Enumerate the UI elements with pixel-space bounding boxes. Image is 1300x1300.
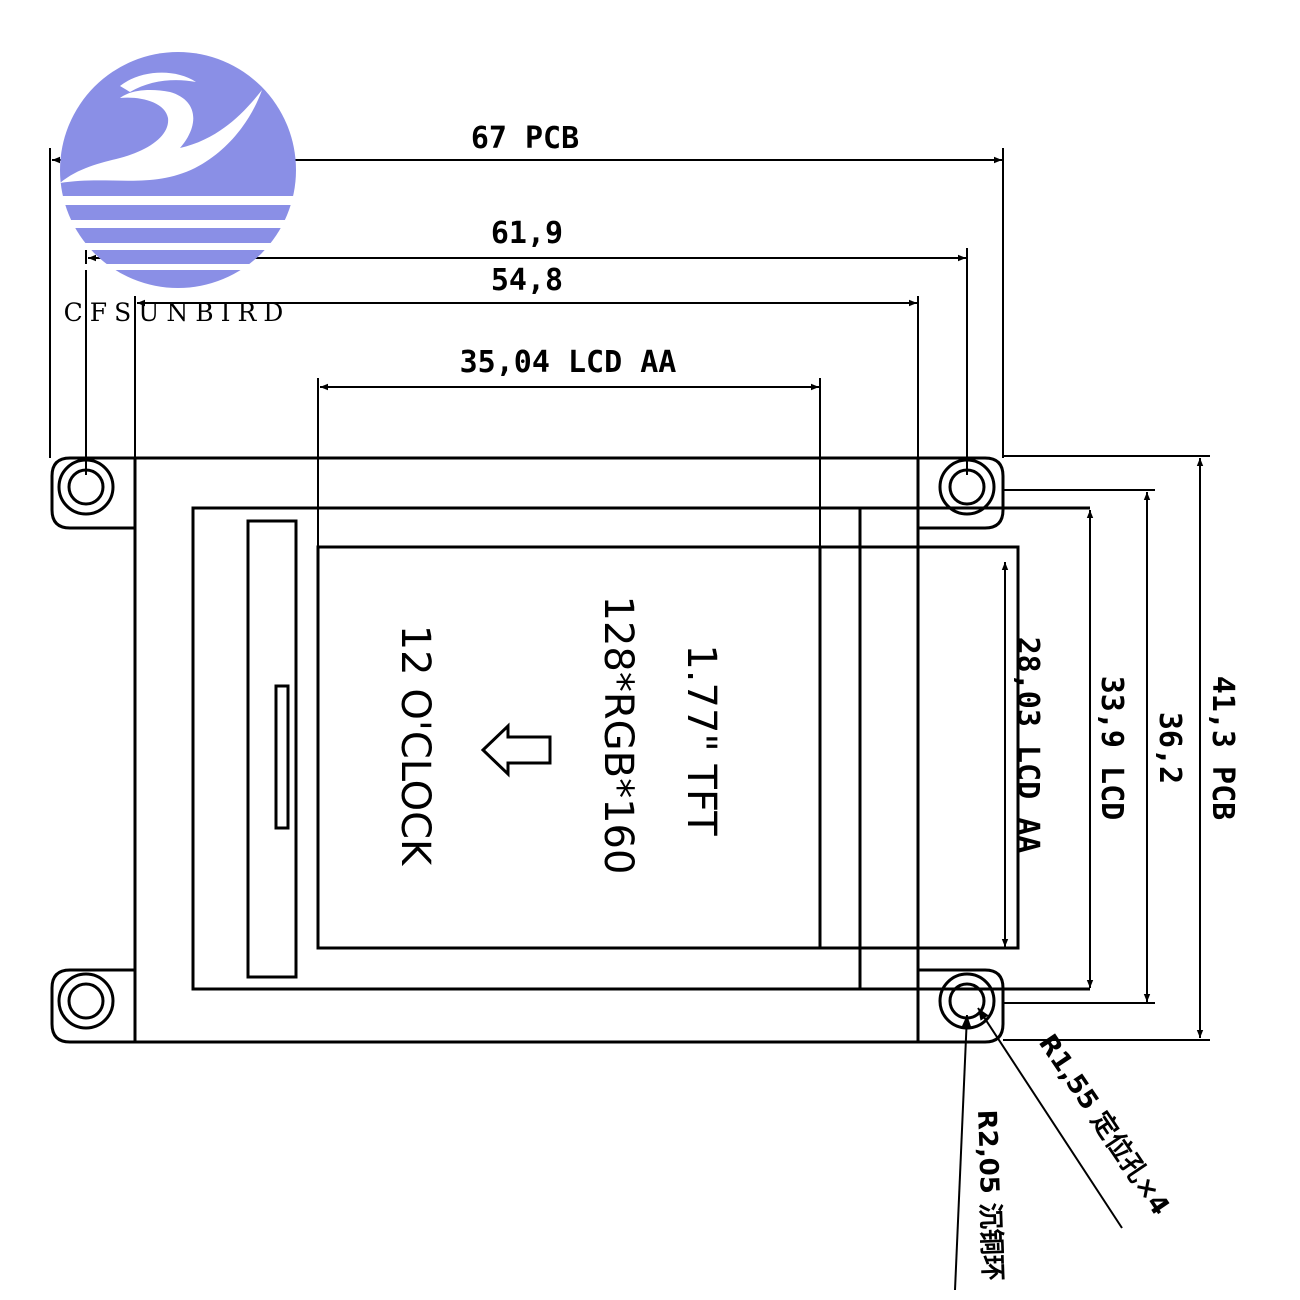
- dim-lcd-aa-width: 35,04 LCD AA: [460, 345, 677, 380]
- note-copper-ring: R2,05 沉铜环: [971, 1109, 1007, 1281]
- lcd-label-orientation: 12 O'CLOCK: [392, 625, 438, 867]
- dim-lcd-height: 33,9 LCD: [1094, 676, 1129, 821]
- dim-pcb-width: 67 PCB: [471, 121, 579, 156]
- sunbird-logo-icon: [55, 52, 305, 288]
- dim-pcb-height: 41,3 PCB: [1205, 676, 1240, 821]
- dim-hole-spacing-height: 36,2: [1152, 712, 1187, 784]
- lcd-label-size: 1.77" TFT: [678, 644, 724, 836]
- fpc-connector-outline: [246, 519, 298, 979]
- dim-board-body-width: 54,8: [491, 263, 563, 298]
- lcd-module-outline: [191, 506, 862, 991]
- mounting-hole-bottom-left: [57, 972, 115, 1030]
- pcb-outline: [50, 456, 1005, 1044]
- lcd-active-area-outline: [316, 545, 1020, 950]
- fpc-slot-outline: [274, 684, 290, 830]
- dim-lcd-aa-height: 28,03 LCD AA: [1010, 637, 1045, 854]
- arrow-left-icon: [480, 722, 552, 778]
- lcd-label-resolution: 128*RGB*160: [595, 596, 641, 875]
- brand-text: CFSUNBIRD: [64, 298, 291, 327]
- dim-hole-spacing-width: 61,9: [491, 216, 563, 251]
